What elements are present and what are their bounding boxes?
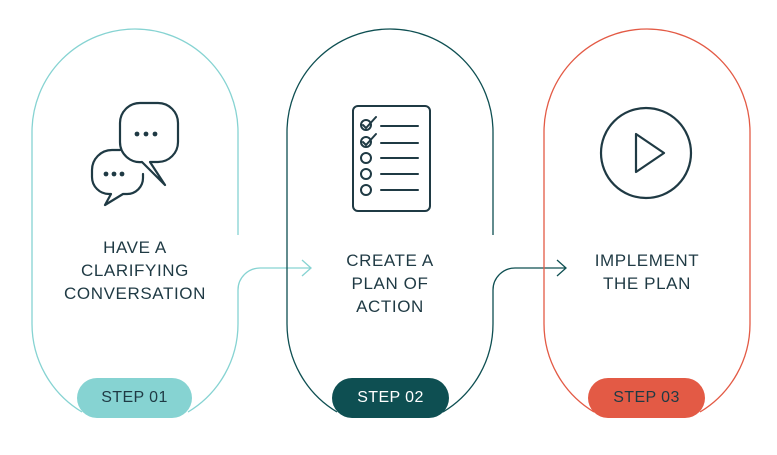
step-3-line: IMPLEMENT [594,251,700,270]
step-2-line: PLAN OF [351,274,429,293]
step-2-line: ACTION [356,297,424,316]
checklist-icon [352,105,431,212]
arrow-2 [492,267,565,291]
step-1-line: HAVE A [103,238,167,257]
step-1-line: CONVERSATION [64,284,206,303]
arrow-2-head [556,259,567,277]
step-2-text: CREATE A PLAN OF ACTION [290,249,490,318]
step-1-outline [31,28,239,413]
step-2-line: CREATE A [346,251,434,270]
play-icon [599,106,693,200]
step-3-badge: STEP 03 [588,378,705,418]
step-1-line: CLARIFYING [80,261,190,280]
step-3-outline [543,28,751,413]
step-1-outline-tail [187,290,239,413]
step-1-badge: STEP 01 [77,378,192,418]
arrow-1 [237,267,310,291]
chat-bubbles-icon [90,101,180,207]
arrow-1-head [301,259,312,277]
step-2-outline-tail [442,290,494,413]
step-3-line: THE PLAN [603,274,691,293]
step-2-badge: STEP 02 [332,378,449,418]
step-2-outline [286,28,494,413]
step-1-text: HAVE A CLARIFYING CONVERSATION [35,236,235,305]
step-3-text: IMPLEMENT THE PLAN [547,249,747,295]
